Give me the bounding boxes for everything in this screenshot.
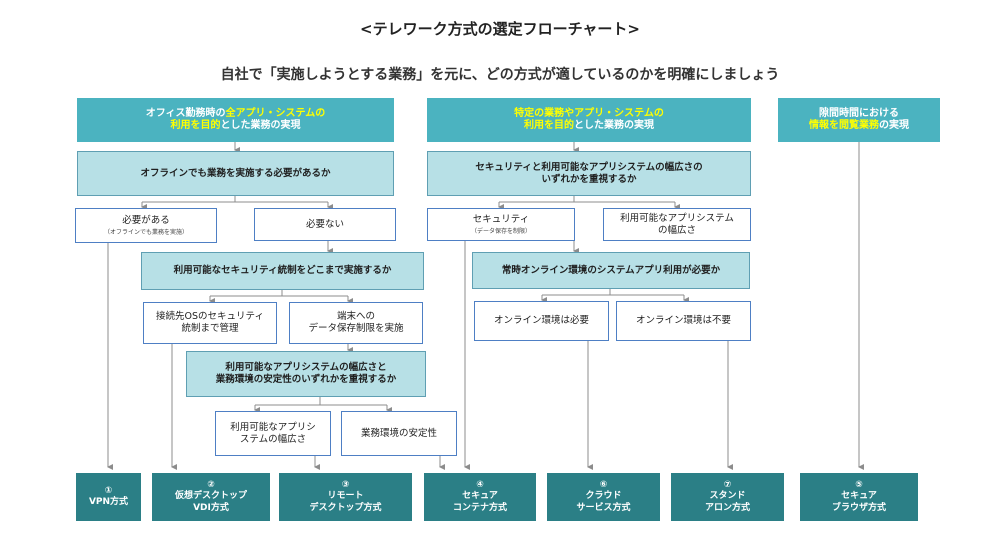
answer-offline-not-needed: 必要ない <box>254 208 396 241</box>
result-number: ⑦ <box>723 480 732 491</box>
header-highlight: 利用を目的 <box>170 120 221 131</box>
result-label: VPN方式 <box>88 497 129 507</box>
question-security-vs-breadth: セキュリティと利用可能なアプリシステムの幅広さのいずれかを重視するか <box>427 151 751 196</box>
question-offline: オフラインでも業務を実施する必要があるか <box>77 151 394 196</box>
result-label: セキュア <box>841 491 877 502</box>
answer-data-save-restriction: 端末への データ保存制限を実施 <box>289 302 423 344</box>
question-line: 業務環境の安定性のいずれかを重視するか <box>215 374 397 385</box>
header-highlight: 全アプリ・システムの <box>225 107 326 119</box>
result-cloud-service: ⑥ クラウド サービス方式 <box>547 473 660 521</box>
header-specific-apps: 特定の業務やアプリ・システムの 利用を目的とした業務の実現 <box>427 98 751 142</box>
header-pre: 隙間時間における <box>819 107 899 119</box>
header-highlight: 特定の業務やアプリ・システムの <box>514 107 664 119</box>
result-label: コンテナ方式 <box>452 502 507 513</box>
answer-note: （オフラインでも業務を実施） <box>103 228 188 236</box>
answer-line: 統制まで管理 <box>181 323 239 334</box>
result-number: ⑥ <box>599 480 608 491</box>
answer-line: 利用可能なアプリシステム <box>620 212 734 224</box>
question-security-control: 利用可能なセキュリティ統制をどこまで実施するか <box>141 252 424 290</box>
result-number: ③ <box>341 480 350 491</box>
answer-app-breadth: 利用可能なアプリシ ステムの幅広さ <box>215 411 331 456</box>
answer-line: データ保存制限を実施 <box>308 323 404 334</box>
question-line: 利用可能なアプリシステムの幅広さと <box>225 362 387 374</box>
header-post: とした業務の実現 <box>220 120 301 131</box>
result-label: サービス方式 <box>576 502 631 513</box>
answer-os-security-control: 接続先OSのセキュリティ 統制まで管理 <box>143 302 277 344</box>
answer-main: セキュリティ <box>472 213 530 225</box>
answer-line: 利用可能なアプリシ <box>230 421 316 433</box>
result-number: ⑤ <box>855 480 863 491</box>
header-post: とした業務の実現 <box>573 120 654 131</box>
answer-environment-stability: 業務環境の安定性 <box>341 411 457 456</box>
result-remote-desktop: ③ リモート デスクトップ方式 <box>279 473 412 521</box>
result-label: セキュア <box>462 491 498 502</box>
answer-line: 端末への <box>336 311 375 323</box>
header-post: の実現 <box>879 120 909 131</box>
answer-security: セキュリティ （データ保存を制限） <box>427 208 575 241</box>
result-vpn: ① VPN方式 <box>76 473 141 521</box>
answer-line: の幅広さ <box>657 224 696 236</box>
result-number: ① <box>104 485 113 496</box>
answer-online-needed: オンライン環境は必要 <box>474 301 609 341</box>
answer-line: 接続先OSのセキュリティ <box>156 311 264 323</box>
question-always-online: 常時オンライン環境のシステムアプリ利用が必要か <box>472 252 750 289</box>
result-secure-browser: ⑤ セキュア ブラウザ方式 <box>800 473 918 521</box>
result-label: スタンド <box>709 491 746 502</box>
result-secure-container: ④ セキュア コンテナ方式 <box>424 473 536 521</box>
page-title: <テレワーク方式の選定フローチャート> <box>360 20 640 38</box>
answer-line: ステムの幅広さ <box>239 433 307 445</box>
result-label: VDI方式 <box>193 502 229 513</box>
result-label: デスクトップ方式 <box>309 502 382 513</box>
question-line: セキュリティと利用可能なアプリシステムの幅広さの <box>475 161 703 173</box>
header-highlight: 利用を目的 <box>523 120 574 131</box>
result-label: ブラウザ方式 <box>831 502 886 513</box>
result-number: ④ <box>476 480 484 491</box>
answer-online-not-needed: オンライン環境は不要 <box>616 301 751 341</box>
header-highlight: 情報を閲覧業務 <box>809 120 879 131</box>
result-label: リモート <box>327 491 364 502</box>
answer-app-breadth-2: 利用可能なアプリシステム の幅広さ <box>603 208 751 241</box>
header-pre: オフィス勤務時の <box>145 107 226 119</box>
question-line: いずれかを重視するか <box>541 173 637 185</box>
result-vdi: ② 仮想デスクトップ VDI方式 <box>152 473 270 521</box>
answer-main: 必要がある <box>122 214 170 226</box>
header-office-all-apps: オフィス勤務時の全アプリ・システムの 利用を目的とした業務の実現 <box>77 98 394 142</box>
result-label: アロン方式 <box>704 502 750 513</box>
page-subtitle: 自社で「実施しようとする業務」を元に、どの方式が適しているのかを明確にしましょう <box>220 67 780 83</box>
result-label: 仮想デスクトップ <box>174 491 247 502</box>
result-number: ② <box>207 480 215 491</box>
header-spare-time-browsing: 隙間時間における 情報を閲覧業務の実現 <box>778 98 940 142</box>
answer-note: （データ保存を制限） <box>470 227 531 235</box>
result-standalone: ⑦ スタンド アロン方式 <box>671 473 784 521</box>
answer-offline-needed: 必要がある （オフラインでも業務を実施） <box>75 208 217 243</box>
question-breadth-vs-stability: 利用可能なアプリシステムの幅広さと業務環境の安定性のいずれかを重視するか <box>186 351 426 397</box>
result-label: クラウド <box>585 491 622 502</box>
